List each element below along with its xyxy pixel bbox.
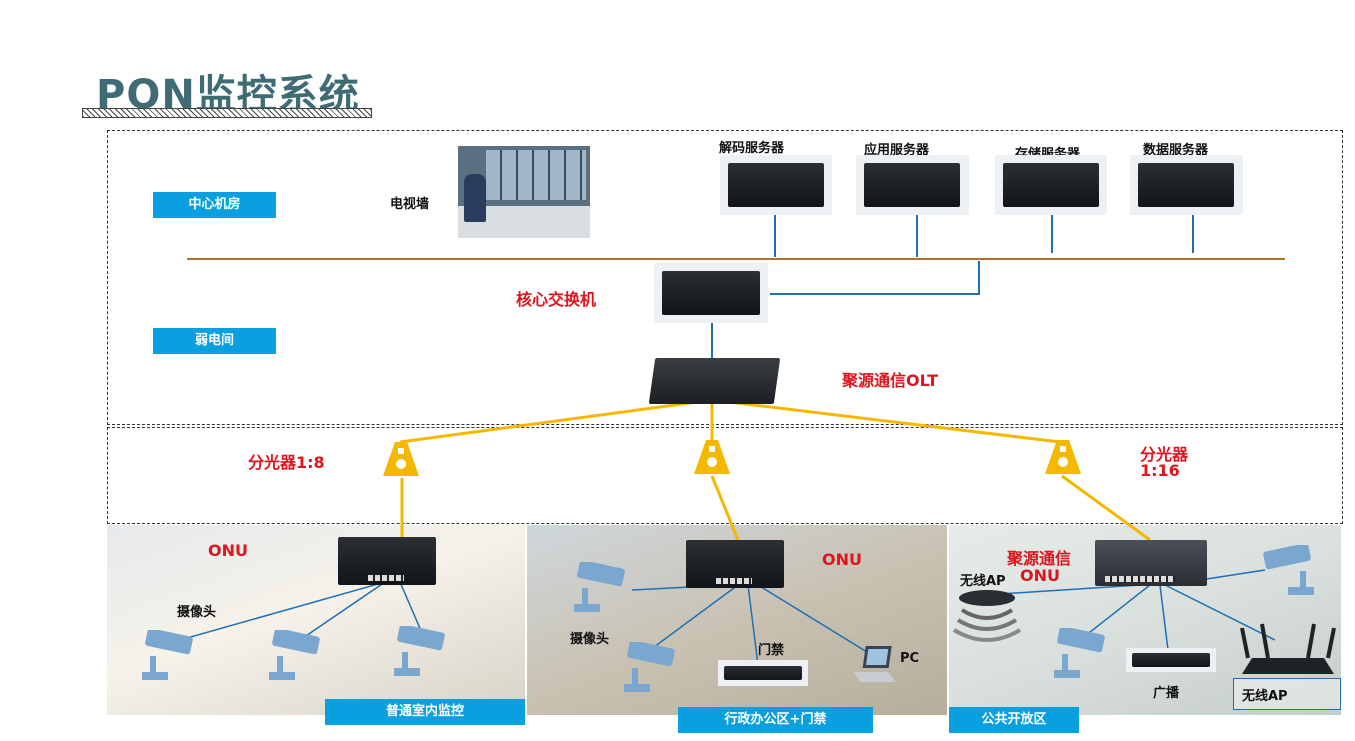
indoor-area-photo [107, 525, 525, 715]
olt-label: 聚源通信OLT [842, 371, 939, 390]
zone-tag-indoor: 普通室内监控 [325, 699, 525, 725]
zone-tag-weak: 弱电间 [153, 328, 276, 354]
video-wall-label: 电视墙 [390, 197, 430, 212]
camera-icon [1258, 545, 1318, 597]
core-switch-label: 核心交换机 [516, 290, 597, 309]
camera-icon [620, 642, 680, 694]
camera-label-office: 摄像头 [570, 632, 610, 647]
app-server [856, 155, 969, 215]
splitter-right-label-1: 分光器 [1140, 445, 1189, 464]
zone-tag-center: 中心机房 [153, 192, 276, 218]
camera-icon [570, 562, 630, 614]
broadcast-label: 广播 [1153, 686, 1180, 701]
data-server-label: 数据服务器 [1143, 143, 1209, 158]
splitter-right-icon [1043, 438, 1083, 476]
onu-left [338, 537, 436, 585]
wireless-ap-signal-icon [952, 588, 1022, 643]
core-switch-link [770, 261, 980, 295]
data-server [1130, 155, 1243, 215]
olt-device [648, 358, 781, 404]
fiber-olt-left [399, 398, 713, 444]
fiber-mid-onu [710, 475, 740, 541]
camera-icon [390, 626, 450, 678]
splitter-zone [107, 427, 1343, 524]
zone-tag-office: 行政办公区+门禁 [678, 707, 873, 733]
wireless-ap-label-left: 无线AP [960, 574, 1006, 589]
video-wall-image [458, 146, 590, 238]
onu-left-label: ONU [208, 541, 248, 560]
app-server-label: 应用服务器 [864, 143, 930, 158]
broadcast-device [1126, 648, 1216, 672]
camera-icon [265, 630, 325, 682]
decode-server-label: 解码服务器 [719, 141, 785, 156]
upper-zone [107, 130, 1343, 425]
zone-tag-public: 公共开放区 [949, 707, 1079, 733]
core-switch [654, 263, 768, 323]
title-underline [82, 108, 372, 118]
splitter-left-label: 分光器1:8 [248, 453, 325, 472]
splitter-mid-icon [692, 438, 732, 476]
pc-label: PC [900, 651, 920, 666]
camera-icon [1050, 628, 1110, 680]
fiber-olt-right [711, 398, 1061, 444]
camera-label-indoor: 摄像头 [177, 605, 217, 620]
wireless-ap-box [1233, 678, 1341, 710]
pc-icon [852, 644, 898, 686]
onu-mid [686, 540, 784, 588]
access-control-label: 门禁 [758, 643, 785, 658]
onu-mid-label: ONU [822, 550, 862, 569]
router-icon [1238, 622, 1338, 678]
wireless-ap-label-right: 无线AP [1242, 689, 1288, 704]
storage-server [995, 155, 1107, 215]
splitter-left-icon [381, 440, 421, 478]
access-control-device [718, 660, 808, 686]
camera-icon [138, 630, 198, 682]
onu-right [1095, 540, 1207, 586]
splitter-right-label-2: 1:16 [1140, 461, 1180, 480]
decode-server [720, 155, 832, 215]
onu-right-label: ONU [1020, 566, 1060, 585]
fiber-right-onu [1061, 474, 1151, 542]
onu-public-brand-label: 聚源通信 [1007, 549, 1072, 568]
